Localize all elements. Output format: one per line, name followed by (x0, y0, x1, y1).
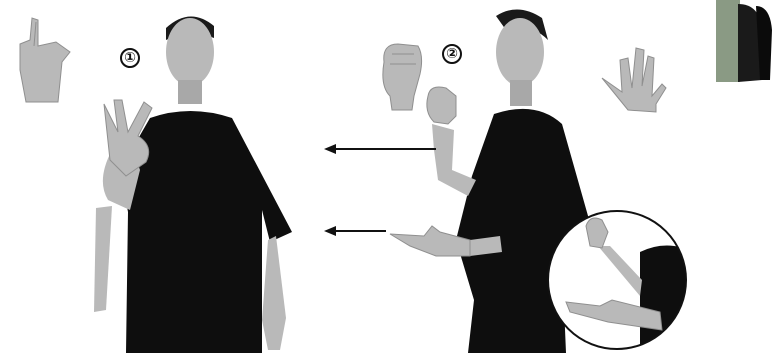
cropped-figure-edge (716, 0, 772, 82)
fist-handshape-icon (383, 44, 422, 110)
l-handshape-icon (20, 18, 70, 102)
step-2-label: ② (442, 44, 462, 64)
signer-person-1 (94, 16, 292, 353)
open-claw-handshape-icon (602, 48, 666, 112)
motion-arrow-lower (324, 226, 386, 236)
inset-detail-circle (548, 211, 690, 353)
step-1-label: ① (120, 48, 140, 68)
motion-arrow-upper (324, 144, 436, 154)
